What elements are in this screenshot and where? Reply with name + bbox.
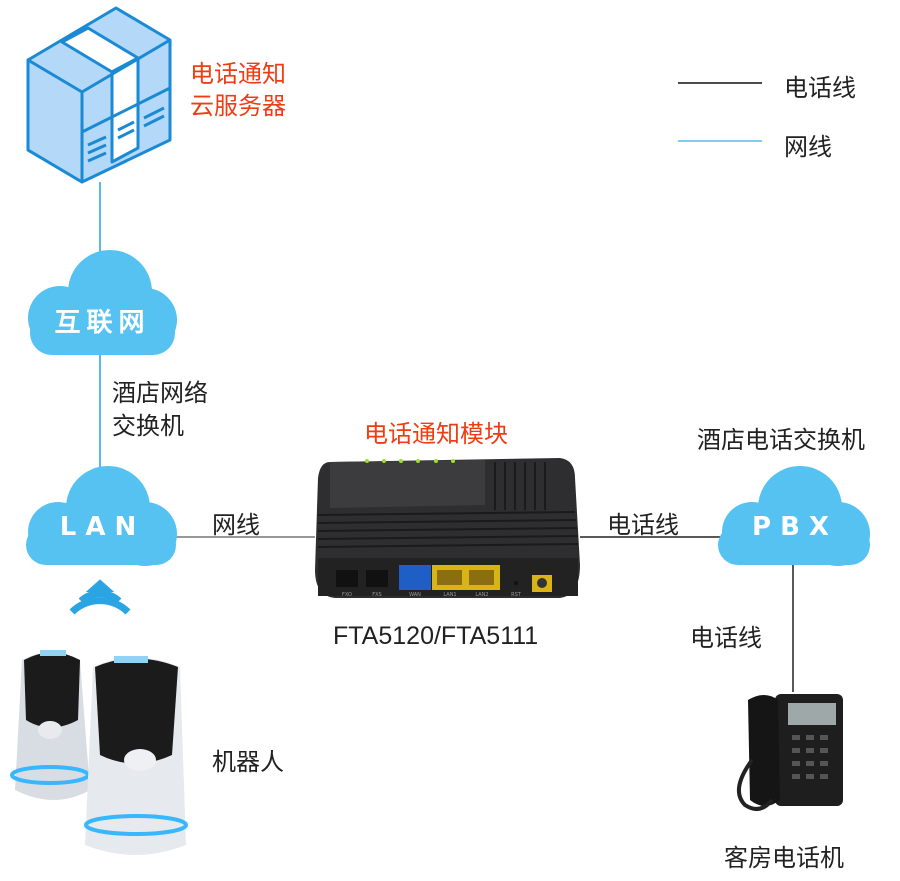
wifi-icon xyxy=(69,579,131,615)
server-label-line1: 电话通知 xyxy=(190,60,286,88)
robot-image xyxy=(10,650,188,855)
legend-phone-line-label: 电话线 xyxy=(784,74,856,102)
hotel-pbx-label: 酒店电话交换机 xyxy=(697,426,865,454)
router-device-image: FXO FXS WAN LAN1 LAN2 RST xyxy=(315,458,580,598)
port-label-fxs: FXS xyxy=(372,592,381,598)
server-label-line2: 云服务器 xyxy=(190,92,286,120)
hotel-switch-label: 酒店网络 交换机 xyxy=(112,377,208,443)
desk-phone-image xyxy=(736,694,843,811)
internet-cloud-label: 互联网 xyxy=(54,308,151,338)
hotel-switch-label-line1: 酒店网络 xyxy=(112,379,208,407)
port-label-rst: RST xyxy=(511,592,522,598)
module-title: 电话通知模块 xyxy=(364,420,508,448)
legend-network-line-label: 网线 xyxy=(784,133,832,161)
robot-label: 机器人 xyxy=(212,748,284,776)
pbx-cloud-label: PBX xyxy=(752,512,838,542)
pbx-cloud-icon xyxy=(718,466,870,566)
port-label-wan: WAN xyxy=(409,592,421,598)
lan-cloud-label: LAN xyxy=(59,512,146,542)
port-label-fxo: FXO xyxy=(342,592,352,598)
port-label-lan2: LAN2 xyxy=(475,592,488,598)
lan-cloud-icon xyxy=(26,466,177,566)
hotel-switch-label-line2: 交换机 xyxy=(112,412,184,440)
module-pbx-link-label: 电话线 xyxy=(607,511,679,539)
port-label-lan1: LAN1 xyxy=(443,592,456,598)
module-model-label: FTA5120/FTA5111 xyxy=(333,622,539,650)
server-label: 电话通知 云服务器 xyxy=(190,58,286,122)
pbx-phone-link-label: 电话线 xyxy=(690,624,762,652)
internet-cloud-icon xyxy=(28,250,177,355)
lan-module-link-label: 网线 xyxy=(212,511,260,539)
server-icon xyxy=(26,6,172,184)
guest-phone-label: 客房电话机 xyxy=(724,844,844,872)
